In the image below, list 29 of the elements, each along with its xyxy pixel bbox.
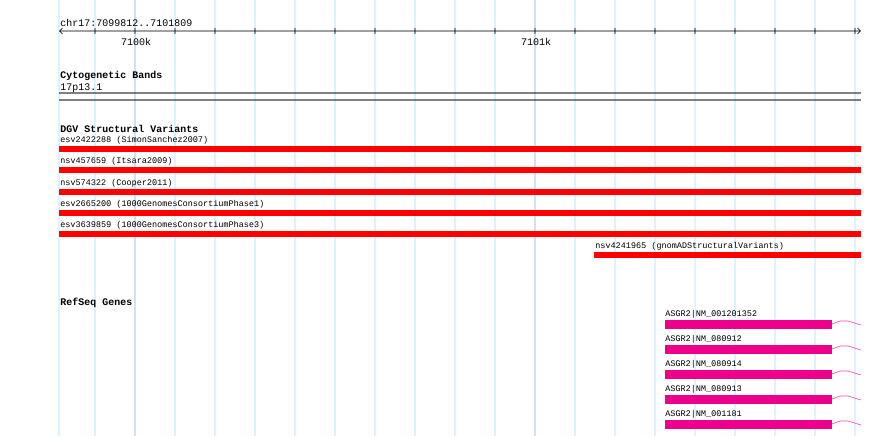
node-label: esv2422288 (SimonSanchez2007) (60, 136, 207, 144)
coordinate-label: chr17:7099812..7101809 (60, 18, 192, 26)
track-title: Cytogenetic Bands (60, 70, 162, 80)
node-label: nsv457659 (Itsara2009) (60, 156, 171, 165)
gene-feature: ASGR2|NM_080913 (665, 384, 862, 404)
node-label: ASGR2|NM_001181 (665, 410, 742, 418)
node-label: ASGR2|NM_080913 (665, 384, 742, 393)
variant-feature: esv2422288 (SimonSanchez2007) (59, 136, 862, 152)
node-label: nsv4241965 (gnomADStructuralVariants) (596, 242, 782, 250)
tick-label: 7101k (522, 38, 550, 46)
gene-feature: ASGR2|NM_001201352 (665, 310, 862, 329)
gene-feature: ASGR2|NM_080914 (665, 360, 862, 379)
variant-feature: esv3639859 (1000GenomesConsortiumPhase3) (59, 220, 862, 237)
node-label: esv3639859 (1000GenomesConsortiumPhase3) (60, 220, 263, 229)
variant-feature: esv2665200 (1000GenomesConsortiumPhase1) (59, 200, 862, 216)
tick-label: 7100k (122, 38, 150, 46)
gene-feature: ASGR2|NM_001181 (665, 410, 862, 429)
track-title: DGV Structural Variants (60, 124, 198, 132)
node-label: ASGR2|NM_080914 (665, 360, 742, 368)
track-title: RefSeq Genes (60, 298, 132, 308)
band-label: 17p13.1 (60, 83, 102, 92)
variant-feature: nsv574322 (Cooper2011) (59, 178, 862, 195)
node-label: esv2665200 (1000GenomesConsortiumPhase1) (60, 200, 263, 208)
variant-feature: nsv4241965 (gnomADStructuralVariants) (594, 242, 862, 258)
node-label: nsv574322 (Cooper2011) (60, 178, 171, 187)
variant-feature: nsv457659 (Itsara2009) (59, 156, 862, 173)
node-label: ASGR2|NM_080912 (665, 334, 742, 343)
node-label: ASGR2|NM_001201352 (665, 310, 756, 318)
gene-feature: ASGR2|NM_080912 (665, 334, 862, 354)
